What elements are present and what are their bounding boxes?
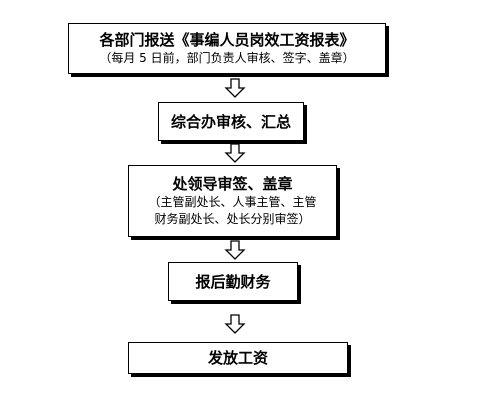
step-logistics-finance-title: 报后勤财务: [195, 272, 271, 291]
step-office-review-title: 综合办审核、汇总: [170, 112, 291, 131]
step-logistics-finance: 报后勤财务: [168, 262, 298, 301]
step-leader-approval: 处领导审签、盖章 （主管副处长、人事主管、主管 财务副处长、处长分别审签）: [128, 165, 337, 237]
flow-arrow-2-icon: [224, 143, 246, 163]
step-submit-report: 各部门报送《事编人员岗效工资报表》 （每月 5 日前，部门负责人审核、签字、盖章…: [68, 23, 386, 74]
step-office-review: 综合办审核、汇总: [158, 102, 304, 141]
step-leader-approval-title: 处领导审签、盖章: [172, 175, 293, 193]
step-pay-wages-title: 发放工资: [207, 349, 268, 367]
step-leader-approval-note-line-2: 财务副处长、处长分别审签）: [154, 212, 311, 226]
flow-arrow-3-icon: [224, 240, 246, 260]
step-submit-report-title: 各部门报送《事编人员岗效工资报表》: [99, 31, 355, 49]
flow-arrow-1-icon: [224, 78, 246, 98]
step-pay-wages: 发放工资: [128, 342, 348, 374]
step-submit-report-note: （每月 5 日前，部门负责人审核、签字、盖章）: [99, 51, 355, 65]
flow-arrow-4-icon: [224, 314, 246, 334]
step-leader-approval-note-line-1: （主管副处长、人事主管、主管: [148, 195, 317, 209]
